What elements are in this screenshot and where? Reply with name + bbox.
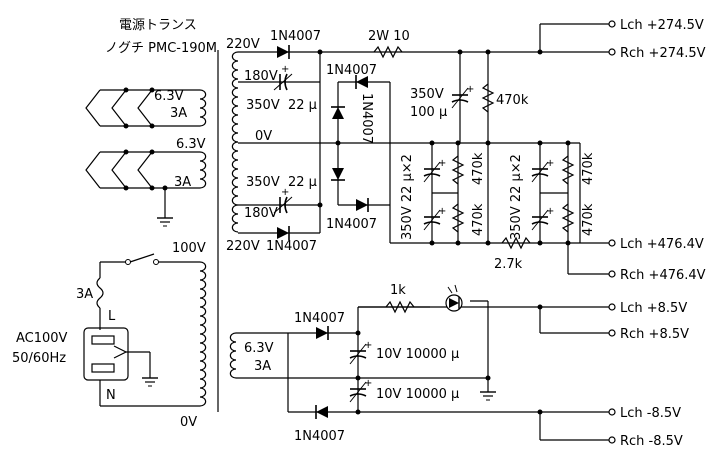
out-lch-476: Lch +476.4V (620, 237, 704, 252)
lv-cap-1 (349, 339, 374, 365)
bank1-res-bot-label: 470k (471, 203, 486, 236)
bank1-cap-label: 350V 22 µ×2 (400, 154, 415, 240)
neutral-label: N (106, 388, 116, 403)
led-indicator (445, 284, 463, 312)
out-rch-476: Rch +476.4V (620, 268, 706, 283)
heater-group-2 (85, 149, 200, 227)
bank2-cap-label: 350V 22 µ×2 (509, 154, 524, 240)
hv-secondary-winding (231, 51, 239, 233)
cap-bot-voltage: 350V (246, 175, 280, 190)
heater-group-1 (85, 87, 200, 129)
diode-top-label: 1N4007 (270, 29, 321, 44)
aux-winding (229, 332, 237, 379)
bank1-cap-bot (423, 205, 448, 231)
diode-bottom (276, 225, 290, 241)
diode-positive (315, 325, 329, 341)
fuse-label: 3A (76, 287, 93, 302)
transformer-model: ノグチ PMC-190M (105, 41, 217, 56)
filter-cap-uf: 100 µ (410, 105, 447, 120)
sec-220v-top: 220V (226, 37, 260, 52)
lv-cap2-label: 10V 10000 µ (376, 387, 459, 402)
primary-winding (199, 261, 207, 407)
diode-vertical-label: 1N4007 (359, 93, 374, 144)
bank1-res-top-label: 470k (471, 152, 486, 185)
heater-winding-1 (199, 89, 207, 127)
diode-top (276, 44, 290, 60)
bank1-cap-top (423, 157, 448, 183)
out-lch-p85: Lch +8.5V (620, 301, 687, 316)
diode-pos-label: 1N4007 (294, 311, 345, 326)
out-lch-m85: Lch -8.5V (620, 406, 681, 421)
mains-wiring (83, 253, 200, 407)
sec-220v-bot: 220V (226, 239, 260, 254)
link-resistor-label: 2.7k (494, 257, 523, 272)
series-resistor-label: 2W 10 (368, 29, 410, 44)
out-rch-p85: Rch +8.5V (620, 327, 689, 342)
bleeder-label: 470k (496, 93, 529, 108)
sec-180v-bot: 180V (244, 206, 278, 221)
lv-cap-2 (349, 377, 374, 403)
aux-current: 3A (254, 359, 271, 374)
out-rch-hv: Rch +274.5V (620, 46, 706, 61)
lv-cap1-label: 10V 10000 µ (376, 347, 459, 362)
primary-100v-label: 100V (172, 241, 206, 256)
led-resistor-label: 1k (390, 283, 406, 298)
heater1-current: 3A (170, 106, 187, 121)
heater2-current: 3A (174, 175, 191, 190)
heater1-voltage: 6.3V (154, 89, 184, 104)
bank2-res-bot-label: 470k (581, 203, 596, 236)
diode-neg-label: 1N4007 (294, 429, 345, 444)
diode-negative (315, 404, 329, 420)
diode-vert-2 (330, 167, 346, 181)
heater-winding-2 (199, 151, 207, 189)
sec-180v-top: 180V (244, 69, 278, 84)
diode-vert-1 (330, 106, 346, 120)
output-terminals (608, 20, 616, 444)
transformer-title: 電源トランス (119, 18, 197, 33)
bank2-cap-bot (531, 205, 556, 231)
aux-voltage: 6.3V (244, 341, 274, 356)
mains-frequency: 50/60Hz (12, 351, 66, 366)
sec-0v: 0V (255, 129, 272, 144)
out-rch-m85: Rch -8.5V (620, 434, 683, 449)
diode-midtop-label: 1N4007 (326, 63, 377, 78)
mains-voltage: AC100V (16, 331, 68, 346)
diode-bottom-label: 1N4007 (266, 239, 317, 254)
primary-0v-label: 0V (180, 415, 197, 430)
heater2-voltage: 6.3V (176, 137, 206, 152)
lv-wiring (236, 300, 610, 441)
filter-cap (451, 83, 476, 109)
line-label: L (108, 309, 116, 324)
bank2-res-top-label: 470k (581, 152, 596, 185)
filter-cap-voltage: 350V (410, 87, 444, 102)
diode-midbot-label: 1N4007 (326, 217, 377, 232)
bank2-cap-top (531, 157, 556, 183)
cap-bot-uf: 22 µ (288, 175, 317, 190)
diode-mid-bottom (355, 197, 369, 213)
out-lch-hv: Lch +274.5V (620, 18, 704, 33)
cap-top-voltage: 350V (246, 98, 280, 113)
hv-wiring (238, 23, 610, 275)
cap-top-uf: 22 µ (288, 98, 317, 113)
